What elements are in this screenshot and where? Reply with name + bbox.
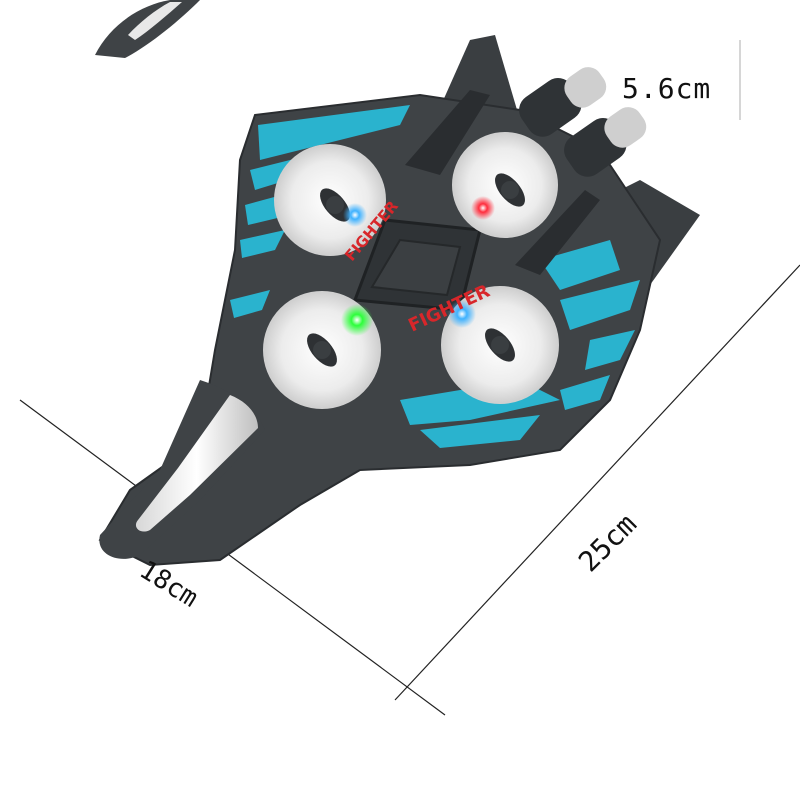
side-fin-upper — [405, 90, 490, 175]
led-blue-front — [448, 300, 476, 328]
led-blue-rear — [343, 203, 367, 227]
propellers — [263, 132, 559, 409]
propeller-rear-right — [452, 132, 558, 238]
leds — [341, 196, 495, 336]
side-fin-lower — [515, 190, 600, 275]
nose-stripe — [135, 395, 258, 532]
led-red — [471, 196, 495, 220]
length-dimension-line — [394, 264, 800, 701]
width-dimension-line — [19, 399, 446, 716]
dimension-lines — [19, 40, 800, 716]
led-green — [341, 304, 373, 336]
engines — [519, 67, 647, 177]
drone-body — [98, 35, 700, 567]
second-drone-nose — [95, 0, 200, 58]
height-dimension-label: 5.6cm — [622, 72, 712, 105]
propeller-rear-left — [274, 144, 386, 256]
